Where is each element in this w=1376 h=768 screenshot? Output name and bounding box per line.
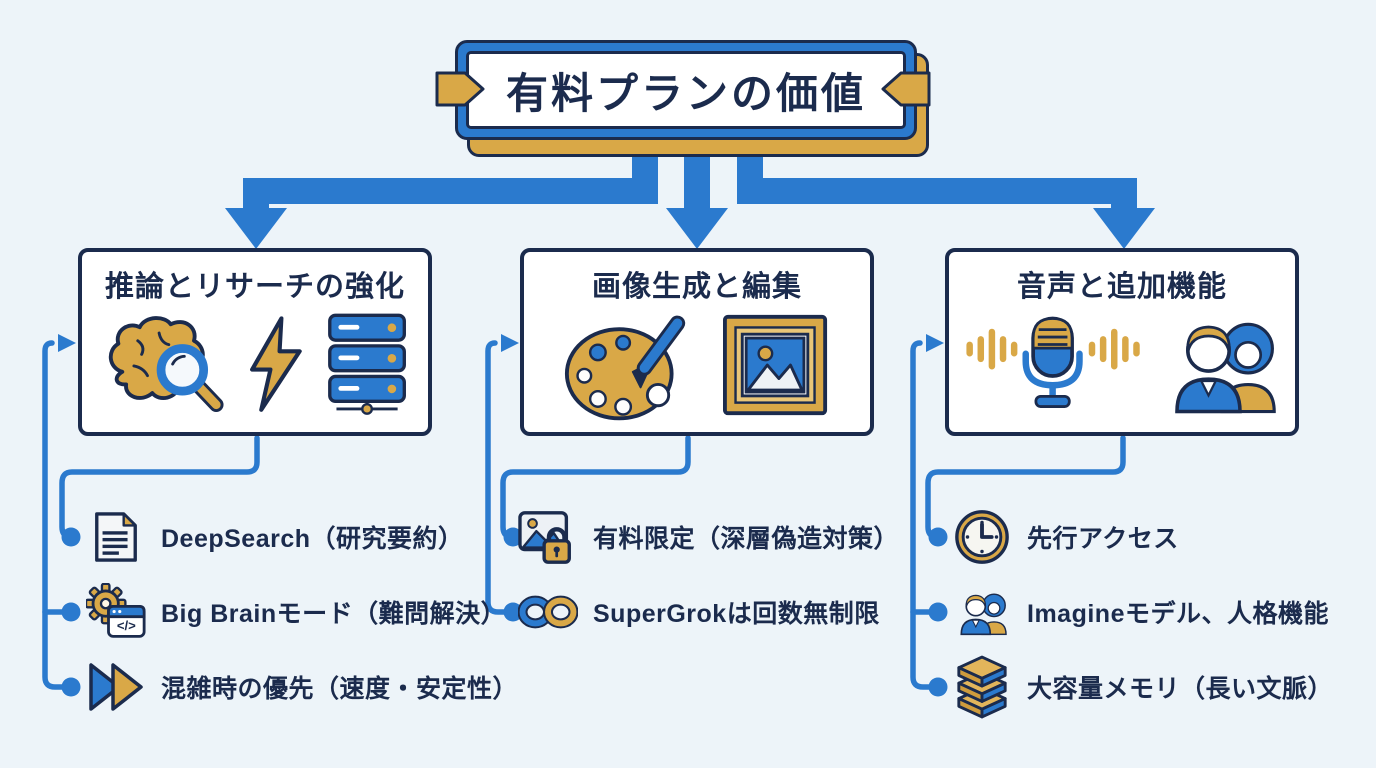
feature-item: DeepSearch（研究要約） bbox=[86, 506, 464, 568]
sound-waves bbox=[966, 328, 1140, 370]
feature-item: 大容量メモリ（長い文脈） bbox=[952, 655, 1334, 719]
feature-label: 混雑時の優先（速度・安定性） bbox=[161, 675, 519, 703]
column1-loop-line bbox=[42, 340, 65, 690]
feature-label: Imagineモデル、人格機能 bbox=[1027, 600, 1329, 628]
branch-arrow-center-head bbox=[666, 208, 728, 249]
category-title: 画像生成と編集 bbox=[591, 271, 802, 303]
branch-arrow-right-head bbox=[1093, 208, 1155, 249]
feature-item: 混雑時の優先（速度・安定性） bbox=[86, 656, 518, 718]
feature-label: SuperGrokは回数無制限 bbox=[593, 600, 880, 628]
people-pair-icon bbox=[952, 588, 1012, 636]
bullet-dot bbox=[61, 527, 81, 547]
column2-loop-line bbox=[485, 340, 508, 615]
branch-arrow-left-head bbox=[225, 208, 287, 249]
category-box-reasoning: 推論とリサーチの強化 bbox=[78, 248, 432, 436]
stack-layer bbox=[957, 655, 1007, 688]
title-banner: 有料プランの価値 bbox=[435, 40, 931, 157]
column2-arrowhead bbox=[501, 334, 519, 352]
column3-connectors bbox=[910, 334, 1126, 697]
column1-arrowhead bbox=[58, 334, 76, 352]
bullet-dot bbox=[503, 527, 523, 547]
feature-label: 有料限定（深層偽造対策） bbox=[593, 525, 900, 553]
feature-label: DeepSearch（研究要約） bbox=[161, 525, 464, 553]
branch-arrow-left-shaft bbox=[243, 136, 658, 212]
feature-label: 大容量メモリ（長い文脈） bbox=[1027, 675, 1334, 703]
palette-brush-icon bbox=[564, 315, 686, 421]
server-stack-icon bbox=[328, 313, 406, 415]
category-title: 音声と追加機能 bbox=[1016, 271, 1227, 303]
column3-arrowhead bbox=[926, 334, 944, 352]
category-box-voice: 音声と追加機能 bbox=[945, 248, 1299, 436]
category-title: 推論とリサーチの強化 bbox=[104, 271, 405, 303]
feature-item: 先行アクセス bbox=[952, 506, 1179, 568]
bullet-dot bbox=[61, 602, 81, 622]
framed-picture-icon bbox=[723, 314, 828, 416]
bullet-dot bbox=[928, 527, 948, 547]
document-icon bbox=[86, 508, 146, 566]
gear-code-icon: </> bbox=[86, 583, 146, 641]
gear bbox=[86, 583, 127, 625]
feature-item: SuperGrokは回数無制限 bbox=[518, 581, 880, 643]
category-icons bbox=[82, 311, 428, 419]
branch-arrow-right-shaft bbox=[737, 136, 1137, 212]
category-box-image: 画像生成と編集 bbox=[520, 248, 874, 436]
column2-connectors bbox=[485, 334, 691, 622]
page-title: 有料プランの価値 bbox=[505, 69, 866, 117]
category-icons bbox=[949, 311, 1295, 415]
bullet-dot bbox=[928, 677, 948, 697]
bullet-dot bbox=[928, 602, 948, 622]
feature-item: 有料限定（深層偽造対策） bbox=[518, 506, 899, 568]
memory-stack-icon bbox=[952, 655, 1012, 719]
feature-item: </> Big Brainモード（難問解決） bbox=[86, 581, 506, 643]
bullet-dot bbox=[503, 602, 523, 622]
column1-connectors bbox=[42, 334, 260, 697]
fast-forward-icon bbox=[86, 661, 146, 713]
feature-label: Big Brainモード（難問解決） bbox=[161, 600, 507, 628]
feature-label: 先行アクセス bbox=[1027, 525, 1179, 553]
brain-magnifier-icon bbox=[108, 316, 224, 413]
microphone-waves-icon bbox=[966, 316, 1140, 408]
bullet-dot bbox=[61, 677, 81, 697]
column3-loop-line bbox=[910, 340, 933, 690]
category-icons bbox=[524, 311, 870, 421]
feature-item: Imagineモデル、人格機能 bbox=[952, 581, 1329, 643]
image-lock-icon bbox=[518, 508, 578, 566]
banner-white-panel: 有料プランの価値 bbox=[466, 51, 906, 129]
infinity-icon bbox=[518, 592, 578, 632]
banner-ribbon-right-icon bbox=[881, 71, 931, 107]
code-glyph: </> bbox=[117, 618, 136, 633]
banner-ribbon-left-icon bbox=[435, 71, 485, 107]
lightning-bolt-icon bbox=[250, 316, 302, 412]
clock-icon bbox=[952, 508, 1012, 566]
people-pair-icon bbox=[1159, 312, 1285, 414]
